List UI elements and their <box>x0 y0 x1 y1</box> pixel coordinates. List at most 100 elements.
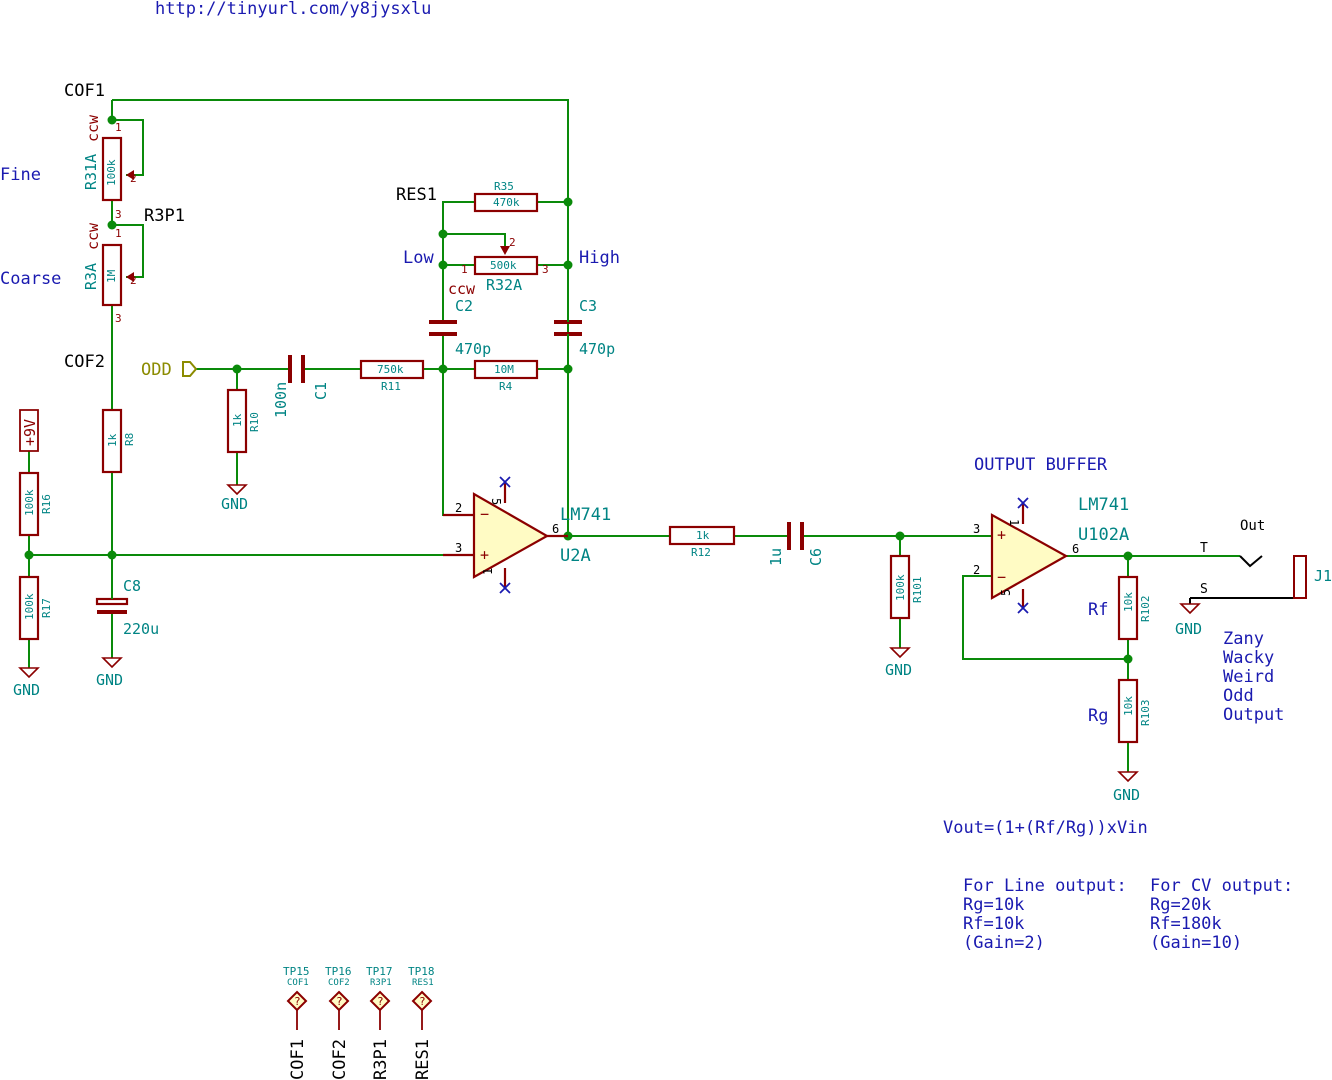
r8-resistor[interactable]: 1k R8 <box>101 408 136 474</box>
svg-text:Wacky: Wacky <box>1223 648 1274 668</box>
svg-text:1: 1 <box>481 568 495 575</box>
r31a-pot[interactable]: 1 3 2 100k R31A ccw <box>82 114 137 221</box>
line-output-note: For Line output: Rg=10k Rf=10k (Gain=2) <box>963 876 1127 953</box>
c2-capacitor[interactable]: C2 470p <box>429 297 491 358</box>
u2a-opamp[interactable]: − + 2 3 6 5 1 LM741 U2A <box>443 476 611 594</box>
svg-text:470k: 470k <box>493 196 520 209</box>
svg-text:R4: R4 <box>499 380 513 393</box>
c3-capacitor[interactable]: C3 470p <box>554 265 615 369</box>
svg-text:C8: C8 <box>123 577 141 595</box>
svg-text:?: ? <box>377 995 384 1008</box>
j1-jack[interactable]: T S J1 <box>1200 541 1332 599</box>
svg-text:R3P1: R3P1 <box>144 206 185 226</box>
svg-text:GND: GND <box>885 661 912 679</box>
testpoint-tp17[interactable]: TP17 R3P1 ? R3P1 <box>366 965 393 1080</box>
u102a-opamp[interactable]: + − 3 2 6 1 5 LM741 U102A <box>973 495 1129 614</box>
svg-text:J1: J1 <box>1314 567 1332 585</box>
svg-text:R32A: R32A <box>486 276 522 294</box>
r16-resistor[interactable]: 100k R16 <box>18 471 53 537</box>
r11-resistor[interactable]: 750k R11 <box>359 359 425 393</box>
svg-text:ccw: ccw <box>84 114 102 142</box>
testpoint-tp15[interactable]: TP15 COF1 ? COF1 <box>283 965 310 1080</box>
svg-text:R101: R101 <box>911 577 924 604</box>
svg-text:470p: 470p <box>579 340 615 358</box>
svg-text:2: 2 <box>509 236 516 249</box>
svg-text:+: + <box>480 546 489 564</box>
svg-text:C1: C1 <box>312 382 330 400</box>
svg-text:LM741: LM741 <box>560 505 611 525</box>
svg-text:GND: GND <box>1175 620 1202 638</box>
svg-text:GND: GND <box>1113 786 1140 804</box>
svg-text:Rg=10k: Rg=10k <box>963 895 1024 915</box>
svg-text:220u: 220u <box>123 620 159 638</box>
svg-text:GND: GND <box>221 495 248 513</box>
r103-resistor[interactable]: 10k R103 Rg <box>1088 678 1152 744</box>
svg-text:1: 1 <box>1007 519 1021 526</box>
svg-text:C6: C6 <box>807 548 825 566</box>
svg-text:TP16: TP16 <box>325 965 352 978</box>
svg-text:COF1: COF1 <box>288 1039 308 1080</box>
svg-text:R35: R35 <box>494 180 514 193</box>
svg-text:1: 1 <box>461 263 468 276</box>
svg-text:OUTPUT BUFFER: OUTPUT BUFFER <box>974 455 1108 475</box>
svg-text:R17: R17 <box>40 598 53 618</box>
svg-text:Rf=180k: Rf=180k <box>1150 914 1222 934</box>
svg-text:1u: 1u <box>767 548 785 566</box>
r17-resistor[interactable]: 100k R17 <box>18 575 53 641</box>
svg-text:COF2: COF2 <box>330 1039 350 1080</box>
r4-resistor[interactable]: 10M R4 <box>473 359 539 393</box>
svg-text:?: ? <box>419 995 426 1008</box>
odd-label[interactable]: ODD <box>141 360 198 380</box>
svg-text:−: − <box>480 505 489 523</box>
svg-text:TP17: TP17 <box>366 965 393 978</box>
svg-text:T: T <box>1200 541 1208 556</box>
svg-text:100k: 100k <box>105 159 118 186</box>
testpoint-tp18[interactable]: TP18 RES1 ? RES1 <box>408 965 435 1080</box>
svg-text:(Gain=10): (Gain=10) <box>1150 933 1242 953</box>
svg-text:TP15: TP15 <box>283 965 310 978</box>
svg-text:RES1: RES1 <box>396 185 437 205</box>
url-note[interactable]: http://tinyurl.com/y8jysxlu <box>155 0 431 19</box>
c1-capacitor[interactable]: 100n C1 <box>272 355 330 418</box>
c8-capacitor[interactable]: C8 220u <box>95 577 159 638</box>
svg-text:100k: 100k <box>23 489 36 516</box>
svg-text:2: 2 <box>130 172 137 185</box>
svg-text:TP18: TP18 <box>408 965 435 978</box>
svg-text:1k: 1k <box>231 413 244 427</box>
r10-resistor[interactable]: 1k R10 <box>226 388 261 454</box>
svg-text:R3P1: R3P1 <box>371 1039 391 1080</box>
svg-text:GND: GND <box>13 681 40 699</box>
svg-text:Rg: Rg <box>1088 706 1108 726</box>
r12-resistor[interactable]: 1k R12 <box>668 525 736 559</box>
svg-text:R31A: R31A <box>82 154 100 190</box>
svg-text:Out: Out <box>1240 518 1265 534</box>
svg-text:LM741: LM741 <box>1078 495 1129 515</box>
r102-resistor[interactable]: 10k R102 Rf <box>1088 575 1152 641</box>
svg-text:2: 2 <box>973 563 980 577</box>
junctions <box>24 115 1133 664</box>
r32a-pot[interactable]: 500k R32A 1 3 2 ccw <box>448 236 549 298</box>
r101-resistor[interactable]: 100k R101 <box>889 554 924 620</box>
svg-text:ODD: ODD <box>141 360 172 380</box>
c6-capacitor[interactable]: 1u C6 <box>767 522 825 566</box>
svg-text:1: 1 <box>115 121 122 134</box>
svg-text:+: + <box>997 526 1006 544</box>
svg-text:R11: R11 <box>381 380 401 393</box>
svg-text:Low: Low <box>403 248 434 268</box>
svg-text:2: 2 <box>130 274 137 287</box>
svg-text:1k: 1k <box>696 529 710 542</box>
svg-text:R10: R10 <box>248 412 261 432</box>
svg-text:COF2: COF2 <box>328 978 350 988</box>
svg-text:5: 5 <box>489 498 503 505</box>
r3a-pot[interactable]: 1 3 2 1M R3A ccw <box>82 222 137 325</box>
svg-text:10M: 10M <box>494 363 514 376</box>
svg-text:1M: 1M <box>105 269 118 283</box>
cv-output-note: For CV output: Rg=20k Rf=180k (Gain=10) <box>1150 876 1293 953</box>
testpoint-tp16[interactable]: TP16 COF2 ? COF2 <box>325 965 352 1080</box>
svg-text:Fine: Fine <box>0 165 41 185</box>
r35-resistor[interactable]: 470k R35 <box>473 180 539 213</box>
svg-text:2: 2 <box>455 501 462 515</box>
svg-text:Coarse: Coarse <box>0 269 61 289</box>
svg-text:750k: 750k <box>377 363 404 376</box>
svg-text:U102A: U102A <box>1078 525 1129 545</box>
